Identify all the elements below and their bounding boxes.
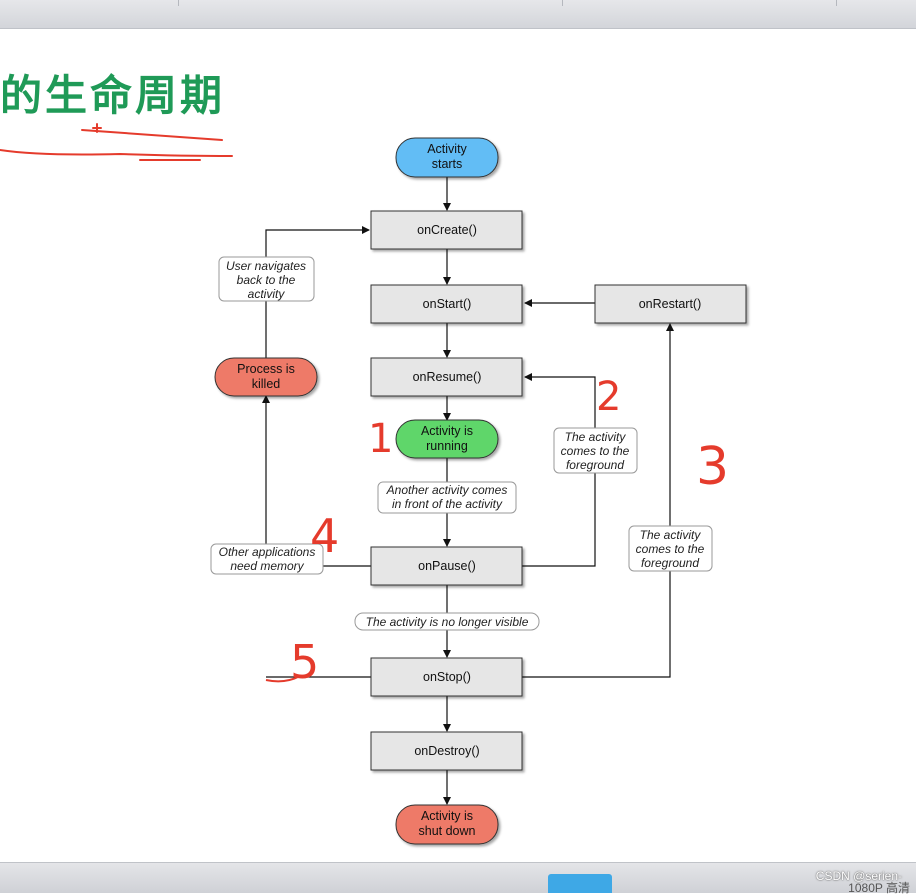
process-killed-node: Process is killed xyxy=(214,357,318,397)
svg-text:onResume(): onResume() xyxy=(413,370,482,384)
activity-running-node: Activity is running xyxy=(395,419,499,459)
svg-text:Activity: Activity xyxy=(427,142,467,156)
svg-text:Other applications: Other applications xyxy=(219,545,316,559)
user-navigates-back-label: User navigates back to the activity xyxy=(218,256,315,302)
svg-text:The activity is no longer visi: The activity is no longer visible xyxy=(366,615,529,629)
on-pause-box: onPause() xyxy=(370,546,523,586)
no-longer-visible-label: The activity is no longer visible xyxy=(354,612,540,631)
svg-text:onCreate(): onCreate() xyxy=(417,223,477,237)
svg-text:foreground: foreground xyxy=(641,556,699,570)
svg-text:onStart(): onStart() xyxy=(423,297,472,311)
svg-text:onRestart(): onRestart() xyxy=(639,297,702,311)
svg-text:The activity: The activity xyxy=(565,430,627,444)
annotation-2: 2 xyxy=(596,374,621,420)
svg-text:comes to the: comes to the xyxy=(561,444,630,458)
video-player-bar: 1080P 高清 xyxy=(0,862,916,895)
on-create-box: onCreate() xyxy=(370,210,523,250)
svg-text:killed: killed xyxy=(252,377,281,391)
activity-shutdown-node: Activity is shut down xyxy=(395,804,499,845)
on-destroy-box: onDestroy() xyxy=(370,731,523,771)
other-applications-label: Other applications need memory xyxy=(210,543,324,575)
svg-text:running: running xyxy=(426,439,468,453)
svg-text:User navigates: User navigates xyxy=(226,259,306,273)
comes-to-foreground-label-2: The activity comes to the foreground xyxy=(628,525,713,572)
title-underline-scribble xyxy=(0,123,233,161)
svg-text:onDestroy(): onDestroy() xyxy=(414,744,479,758)
annotation-1: 1 xyxy=(368,416,393,462)
svg-text:foreground: foreground xyxy=(566,458,624,472)
comes-to-foreground-label-1: The activity comes to the foreground xyxy=(553,427,638,474)
page-title: 的生命周期 xyxy=(0,71,226,120)
svg-text:Activity is: Activity is xyxy=(421,809,473,823)
on-stop-box: onStop() xyxy=(370,657,523,697)
svg-text:shut down: shut down xyxy=(419,824,476,838)
svg-text:in front of the activity: in front of the activity xyxy=(392,497,503,511)
annotation-4: 4 xyxy=(310,509,339,563)
svg-text:Process is: Process is xyxy=(237,362,295,376)
svg-text:need memory: need memory xyxy=(230,559,304,573)
activity-starts-node: Activity starts xyxy=(395,137,499,178)
svg-text:comes to the: comes to the xyxy=(636,542,705,556)
svg-text:onPause(): onPause() xyxy=(418,559,476,573)
watermark: CSDN @serien- xyxy=(815,869,902,883)
svg-text:onStop(): onStop() xyxy=(423,670,471,684)
svg-text:activity: activity xyxy=(248,287,286,301)
svg-text:Activity is: Activity is xyxy=(421,424,473,438)
annotation-3: 3 xyxy=(696,437,729,497)
svg-text:Another activity comes: Another activity comes xyxy=(386,483,508,497)
on-restart-box: onRestart() xyxy=(594,284,747,324)
svg-text:The activity: The activity xyxy=(640,528,702,542)
on-start-box: onStart() xyxy=(370,284,523,324)
window-top-bar xyxy=(0,0,916,29)
another-activity-label: Another activity comes in front of the a… xyxy=(377,481,517,514)
annotation-5: 5 xyxy=(290,635,319,689)
player-button[interactable] xyxy=(548,874,612,893)
svg-text:back to the: back to the xyxy=(237,273,296,287)
on-resume-box: onResume() xyxy=(370,357,523,397)
annotation-5-tail xyxy=(265,675,301,683)
svg-text:starts: starts xyxy=(432,157,463,171)
